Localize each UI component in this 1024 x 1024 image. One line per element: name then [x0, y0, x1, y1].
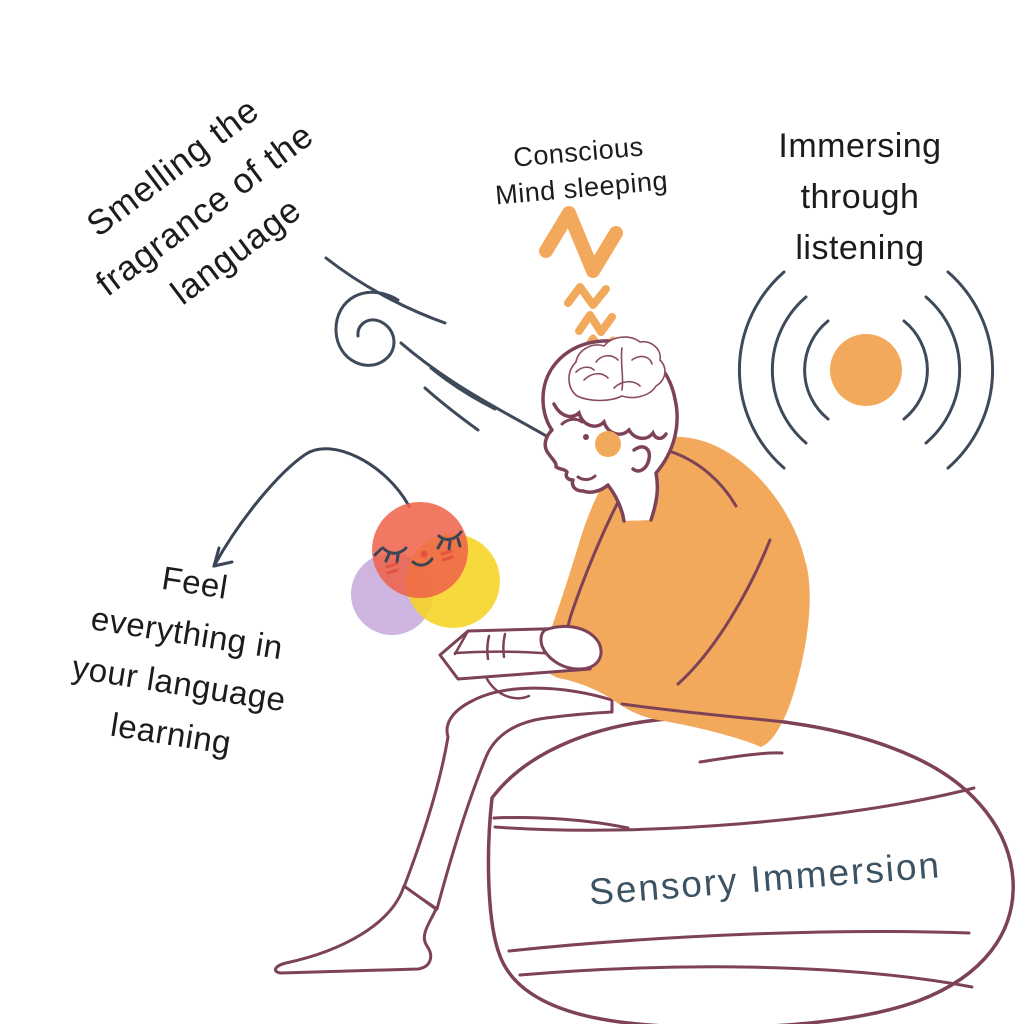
eye-dot: [583, 434, 589, 440]
brain-icon: [568, 336, 666, 402]
blush-marks: [385, 549, 454, 575]
nose-dot: [420, 550, 428, 558]
sweater: [542, 436, 810, 747]
sleeping-face: [373, 530, 463, 567]
immersing-listening-label: Immersing through listening: [778, 127, 942, 267]
bean-bag-stripes: [492, 751, 976, 989]
cheek-blush: [595, 431, 621, 457]
wind-swirl-icon: [324, 256, 574, 459]
sound-source-dot: [830, 334, 902, 406]
hand: [539, 624, 603, 671]
curved-arrow-icon: [212, 447, 411, 568]
face-details: [560, 417, 597, 481]
foot: [273, 884, 438, 975]
sound-waves-icon: [737, 270, 995, 470]
ear: [631, 445, 652, 473]
color-blobs-sleeping-face-icon: [351, 502, 500, 635]
person-reading-illustration: [273, 336, 810, 975]
zzz-icon: [539, 206, 623, 357]
book: [438, 624, 603, 700]
